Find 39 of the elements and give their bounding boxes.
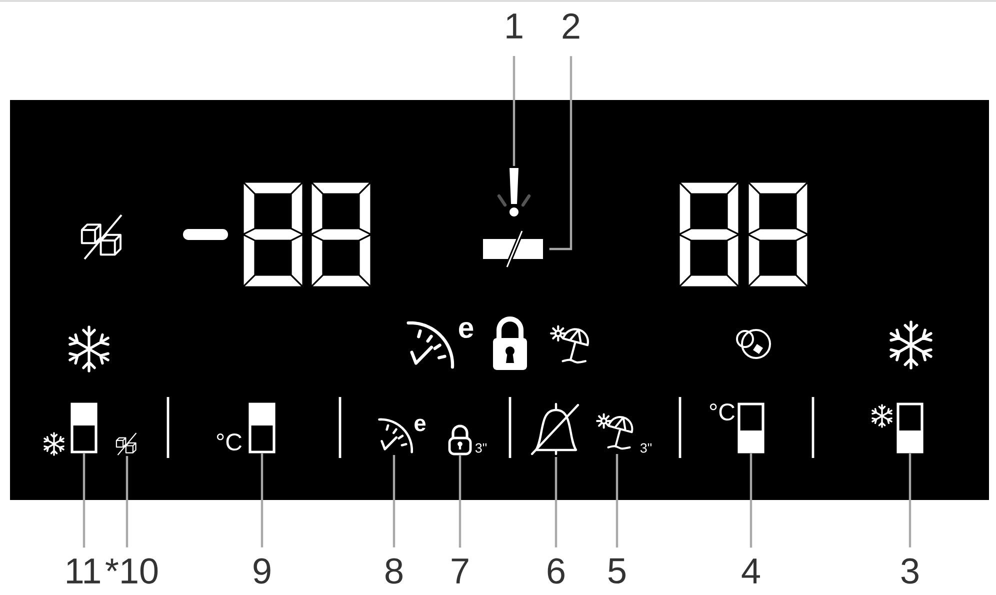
callout-number: 1	[506, 14, 522, 38]
leader-line	[908, 454, 912, 548]
leader-line	[260, 454, 264, 548]
level-bar	[70, 402, 98, 454]
leader-line	[392, 455, 396, 548]
callout-number: 11	[67, 558, 100, 584]
callout-number: 6	[548, 558, 564, 584]
exclamation-icon	[497, 168, 531, 216]
duration-label: 3"	[475, 443, 486, 453]
letter-label: e	[414, 418, 426, 432]
slashed-bar	[483, 230, 543, 268]
leader-line	[616, 454, 618, 548]
umbrella-icon	[596, 413, 634, 450]
unit-label: °C	[216, 433, 242, 450]
leader-line	[750, 454, 752, 548]
leader-line	[126, 456, 128, 548]
letter-label: e	[459, 322, 474, 338]
callout-number: 2	[562, 13, 580, 39]
level-bar	[738, 402, 764, 454]
leader-line	[82, 454, 86, 548]
leader-line	[458, 456, 462, 548]
callout-number: 4	[742, 558, 760, 584]
leader-line	[549, 56, 572, 250]
crossed-cubes-icon	[116, 432, 137, 456]
callout-number: 7	[452, 558, 468, 584]
leader-line	[512, 56, 516, 166]
callout-number: 8	[386, 558, 402, 584]
duration-label: 3"	[640, 443, 652, 453]
padlock-icon	[448, 424, 472, 456]
level-bar	[896, 402, 924, 454]
callout-number: 9	[254, 558, 270, 584]
callout-number: 3	[901, 558, 918, 584]
unit-label: °C	[710, 403, 735, 420]
crossed-bell-icon	[530, 402, 580, 456]
callout-number: *10	[106, 558, 158, 584]
leader-line	[554, 457, 558, 548]
level-bar	[248, 402, 276, 454]
callout-number: 5	[608, 558, 626, 584]
gauge-icon	[378, 418, 414, 454]
